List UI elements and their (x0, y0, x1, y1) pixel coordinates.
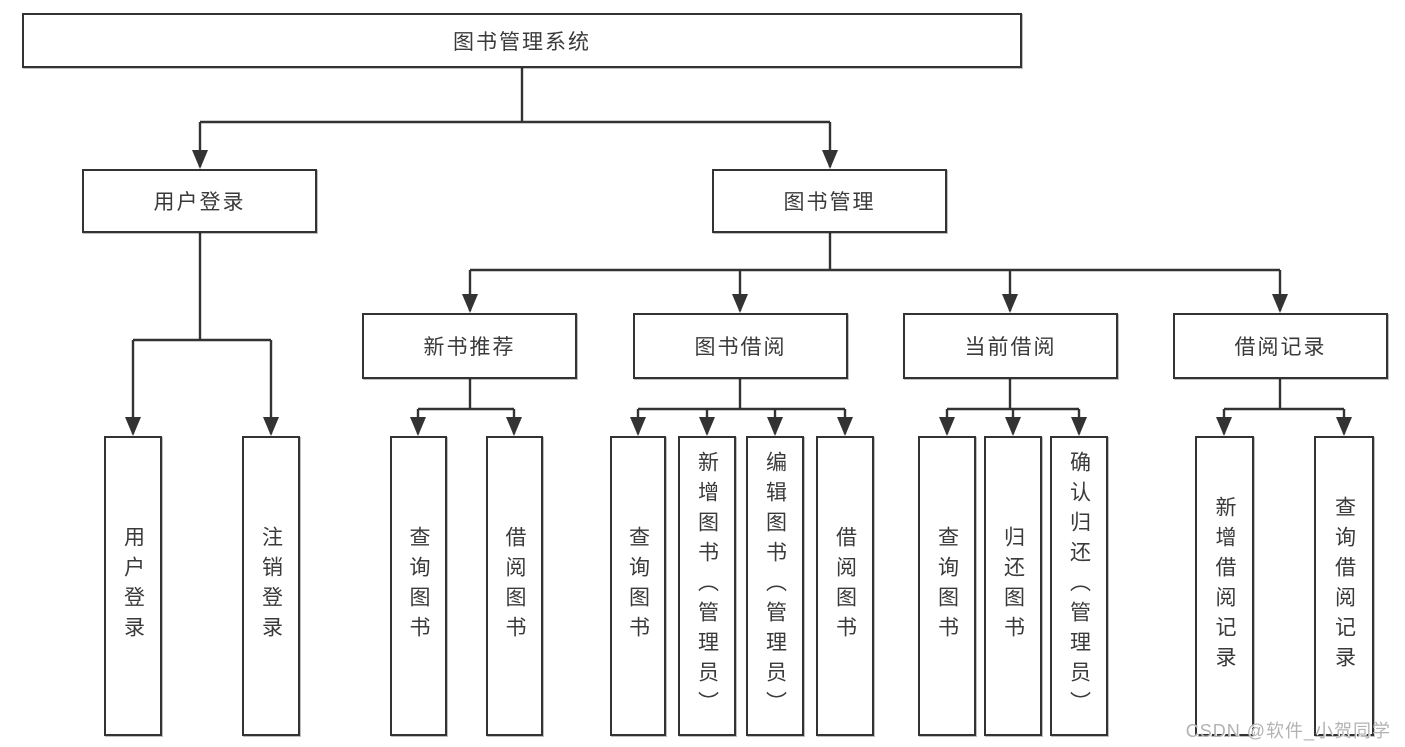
node-leaf-query-book-2: 查询图书 (610, 436, 666, 736)
node-book-borrow: 图书借阅 (633, 313, 848, 379)
node-label: 注销登录 (259, 526, 283, 646)
node-label: 确认归还（管理员） (1067, 451, 1091, 721)
node-leaf-borrow-book-2: 借阅图书 (816, 436, 874, 736)
watermark: CSDN @软件_小贺同学 (1185, 721, 1391, 741)
node-label: 当前借阅 (964, 336, 1057, 359)
node-leaf-add-book-admin: 新增图书（管理员） (678, 436, 736, 736)
node-label: 新增借阅记录 (1213, 496, 1236, 676)
node-label: 用户登录 (153, 191, 246, 214)
node-current-borrow: 当前借阅 (903, 313, 1118, 379)
arrowhead-down-icon (192, 150, 208, 169)
node-label: 借阅记录 (1234, 336, 1327, 359)
arrowhead-down-icon (837, 417, 853, 436)
arrowhead-down-icon (125, 417, 141, 436)
arrowhead-down-icon (1002, 294, 1018, 313)
node-label: 图书管理 (783, 191, 876, 214)
node-label: 归还图书 (1001, 526, 1025, 646)
node-label: 图书管理系统 (453, 30, 591, 54)
node-leaf-logout: 注销登录 (242, 436, 300, 736)
node-new-book-recommend: 新书推荐 (362, 313, 577, 379)
arrowhead-down-icon (410, 417, 426, 436)
node-label: 用户登录 (121, 526, 145, 646)
arrowhead-down-icon (699, 417, 715, 436)
arrowhead-down-icon (630, 417, 646, 436)
arrowhead-down-icon (506, 417, 522, 436)
node-leaf-confirm-return: 确认归还（管理员） (1050, 436, 1108, 736)
node-label: 查询图书 (935, 526, 959, 646)
arrowhead-down-icon (732, 294, 748, 313)
node-label: 借阅图书 (503, 526, 526, 646)
arrowhead-down-icon (462, 294, 478, 313)
node-leaf-return-book: 归还图书 (984, 436, 1042, 736)
node-label: 新增图书（管理员） (695, 451, 719, 721)
node-label: 图书借阅 (694, 336, 787, 359)
arrowhead-down-icon (822, 150, 838, 169)
arrowhead-down-icon (263, 417, 279, 436)
node-label: 编辑图书（管理员） (763, 451, 787, 721)
node-leaf-query-book-3: 查询图书 (918, 436, 976, 736)
arrowhead-down-icon (1005, 417, 1021, 436)
node-leaf-query-book-1: 查询图书 (390, 436, 447, 736)
node-user-login: 用户登录 (82, 169, 317, 233)
node-leaf-user-login: 用户登录 (104, 436, 162, 736)
node-leaf-edit-book-admin: 编辑图书（管理员） (746, 436, 804, 736)
node-book-management: 图书管理 (712, 169, 947, 233)
node-label: 借阅图书 (833, 526, 857, 646)
arrowhead-down-icon (1272, 294, 1288, 313)
arrowhead-down-icon (1336, 417, 1352, 436)
node-leaf-borrow-book-1: 借阅图书 (486, 436, 543, 736)
arrowhead-down-icon (767, 417, 783, 436)
node-leaf-add-borrow-record: 新增借阅记录 (1195, 436, 1254, 736)
node-label: 查询图书 (407, 526, 430, 646)
node-label: 新书推荐 (423, 336, 516, 359)
arrowhead-down-icon (939, 417, 955, 436)
node-label: 查询图书 (626, 526, 650, 646)
arrowhead-down-icon (1071, 417, 1087, 436)
node-root: 图书管理系统 (22, 13, 1022, 68)
arrowhead-down-icon (1216, 417, 1232, 436)
node-label: 查询借阅记录 (1332, 496, 1356, 676)
node-borrow-record: 借阅记录 (1173, 313, 1388, 379)
node-leaf-query-borrow-record: 查询借阅记录 (1314, 436, 1374, 736)
